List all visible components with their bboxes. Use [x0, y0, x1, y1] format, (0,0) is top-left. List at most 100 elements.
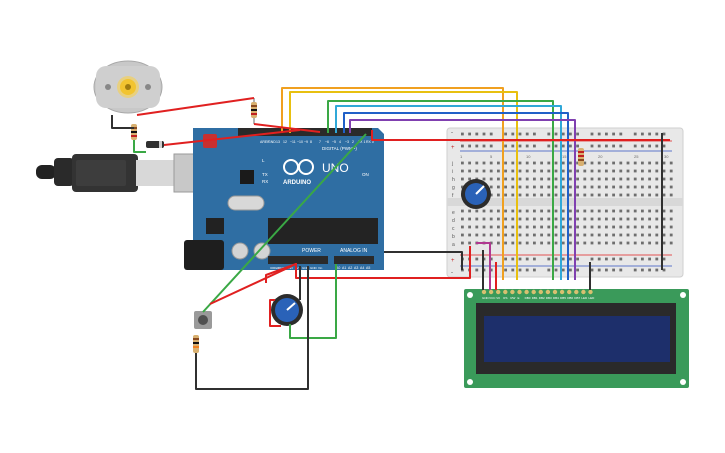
breadboard-hole[interactable]: [633, 225, 637, 229]
breadboard-hole[interactable]: [554, 193, 558, 197]
breadboard-hole[interactable]: [561, 132, 565, 136]
breadboard-hole[interactable]: [533, 161, 536, 165]
breadboard-hole[interactable]: [468, 144, 471, 148]
breadboard-hole[interactable]: [576, 241, 579, 245]
breadboard-hole[interactable]: [489, 169, 493, 173]
breadboard-hole[interactable]: [612, 193, 615, 197]
breadboard-hole[interactable]: [576, 193, 579, 197]
dc-motor[interactable]: [93, 60, 163, 114]
breadboard-hole[interactable]: [497, 193, 500, 197]
lcd-pin[interactable]: [574, 289, 579, 295]
breadboard-hole[interactable]: [633, 144, 637, 148]
breadboard-hole[interactable]: [540, 241, 543, 245]
breadboard-hole[interactable]: [461, 169, 464, 173]
breadboard-hole[interactable]: [525, 132, 529, 136]
breadboard-hole[interactable]: [533, 193, 536, 197]
breadboard-hole[interactable]: [554, 209, 558, 213]
breadboard-hole[interactable]: [662, 144, 666, 148]
breadboard-hole[interactable]: [497, 233, 500, 237]
breadboard-hole[interactable]: [554, 161, 558, 165]
breadboard-hole[interactable]: [576, 209, 579, 213]
breadboard-hole[interactable]: [482, 217, 486, 221]
breadboard-hole[interactable]: [533, 132, 536, 136]
breadboard-hole[interactable]: [655, 268, 659, 272]
breadboard-hole[interactable]: [612, 144, 615, 148]
breadboard-hole[interactable]: [489, 225, 493, 229]
lcd-pin[interactable]: [552, 289, 558, 295]
breadboard-hole[interactable]: [626, 193, 630, 197]
breadboard-hole[interactable]: [626, 241, 630, 245]
breadboard-hole[interactable]: [518, 257, 522, 261]
breadboard-hole[interactable]: [533, 217, 536, 221]
lcd-pin[interactable]: [538, 289, 543, 295]
arduino-uno-board[interactable]: ARDUINO UNO DIGITAL (PWM~) POWER ANALOG …: [184, 128, 384, 270]
breadboard-hole[interactable]: [475, 161, 479, 165]
breadboard-hole[interactable]: [583, 185, 587, 189]
breadboard-hole[interactable]: [468, 169, 471, 173]
breadboard-hole[interactable]: [590, 185, 594, 189]
breadboard-hole[interactable]: [504, 193, 507, 197]
breadboard-hole[interactable]: [518, 144, 522, 148]
breadboard-hole[interactable]: [633, 209, 637, 213]
breadboard-hole[interactable]: [540, 233, 543, 237]
breadboard-hole[interactable]: [511, 268, 515, 272]
breadboard-hole[interactable]: [468, 161, 471, 165]
breadboard-hole[interactable]: [597, 169, 601, 173]
breadboard-hole[interactable]: [504, 241, 507, 245]
breadboard-hole[interactable]: [590, 193, 594, 197]
breadboard-hole[interactable]: [576, 177, 579, 181]
breadboard-hole[interactable]: [533, 169, 536, 173]
breadboard-hole[interactable]: [641, 209, 644, 213]
breadboard-hole[interactable]: [662, 169, 666, 173]
breadboard-hole[interactable]: [662, 209, 666, 213]
breadboard-hole[interactable]: [540, 169, 543, 173]
breadboard-hole[interactable]: [489, 257, 493, 261]
breadboard-hole[interactable]: [648, 217, 651, 221]
breadboard-hole[interactable]: [605, 257, 608, 261]
breadboard-hole[interactable]: [554, 257, 558, 261]
breadboard-hole[interactable]: [511, 161, 515, 165]
breadboard-hole[interactable]: [518, 225, 522, 229]
breadboard-hole[interactable]: [641, 177, 644, 181]
breadboard-hole[interactable]: [504, 268, 507, 272]
breadboard-hole[interactable]: [569, 193, 572, 197]
breadboard-hole[interactable]: [648, 268, 651, 272]
lcd-pin[interactable]: [481, 289, 487, 295]
breadboard-hole[interactable]: [590, 144, 594, 148]
breadboard-hole[interactable]: [561, 217, 565, 221]
breadboard-hole[interactable]: [475, 225, 479, 229]
breadboard-hole[interactable]: [612, 132, 615, 136]
breadboard-hole[interactable]: [547, 209, 551, 213]
breadboard-hole[interactable]: [482, 144, 486, 148]
breadboard-hole[interactable]: [655, 233, 659, 237]
breadboard-hole[interactable]: [648, 209, 651, 213]
breadboard-hole[interactable]: [468, 177, 471, 181]
breadboard-hole[interactable]: [518, 268, 522, 272]
breadboard-hole[interactable]: [641, 225, 644, 229]
breadboard-hole[interactable]: [597, 177, 601, 181]
breadboard-hole[interactable]: [597, 241, 601, 245]
breadboard-hole[interactable]: [468, 233, 471, 237]
breadboard-hole[interactable]: [633, 217, 637, 221]
breadboard-hole[interactable]: [533, 185, 536, 189]
breadboard-hole[interactable]: [597, 257, 601, 261]
resistor-breadboard[interactable]: [578, 148, 584, 166]
breadboard-hole[interactable]: [461, 209, 464, 213]
breadboard-hole[interactable]: [468, 132, 471, 136]
breadboard-hole[interactable]: [511, 185, 515, 189]
breadboard-hole[interactable]: [497, 217, 500, 221]
resistor-button[interactable]: [193, 335, 199, 353]
lcd-pin[interactable]: [510, 289, 515, 295]
breadboard-hole[interactable]: [662, 268, 666, 272]
breadboard-hole[interactable]: [533, 268, 536, 272]
breadboard-hole[interactable]: [612, 161, 615, 165]
breadboard-hole[interactable]: [511, 225, 515, 229]
breadboard-hole[interactable]: [482, 161, 486, 165]
breadboard-hole[interactable]: [612, 257, 615, 261]
breadboard-hole[interactable]: [482, 177, 486, 181]
breadboard-hole[interactable]: [605, 161, 608, 165]
breadboard-hole[interactable]: [561, 268, 565, 272]
breadboard-hole[interactable]: [461, 132, 464, 136]
breadboard-hole[interactable]: [540, 177, 543, 181]
breadboard-hole[interactable]: [497, 209, 500, 213]
